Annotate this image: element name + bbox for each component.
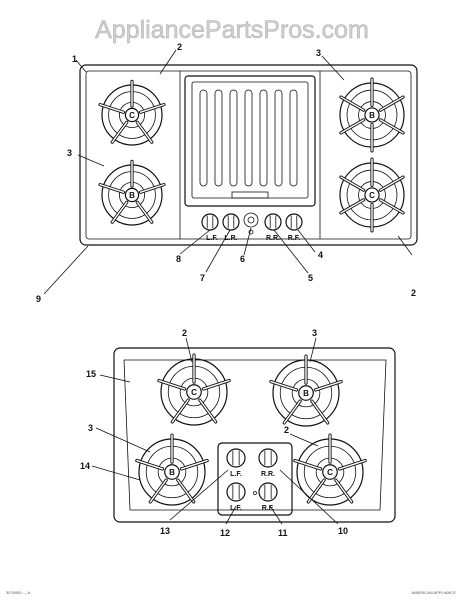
grill-frame [184,75,316,207]
burner-cap [364,107,380,123]
panel-small-dot [253,491,257,495]
callout-number: 8 [176,254,181,264]
control-knob [285,213,303,231]
burner-grate: B [339,77,405,153]
top-cooktop: C B B C L.F. L.R. R.R. R.F. [36,42,418,304]
control-knob [226,482,246,502]
control-knob [201,213,219,231]
indicator-small-dot [248,229,254,235]
burner-cap [164,464,180,480]
callout-number: 11 [278,528,288,538]
top-leader-lines [43,49,413,295]
burner-cap [124,187,140,203]
control-knob [226,448,246,468]
burner-letter: B [303,389,309,398]
knob-label: L.R. [224,235,237,242]
knob-label: L.F. [230,471,242,478]
callout-number: 10 [338,526,348,536]
knob-label: R.R. [261,471,275,478]
grill-bar [229,89,238,187]
burner-grate: C [157,353,231,426]
bottom-burners: C B B C [135,353,367,506]
burner-letter: B [169,468,175,477]
control-knob [258,448,278,468]
grill-module [184,75,316,207]
bottom-leader-lines [91,337,339,525]
bottom-cooktop-outline [113,347,396,523]
burner-cap [298,385,314,401]
callout-number: 5 [308,273,313,283]
bottom-cooktop-inner-edge [123,359,387,511]
callout-number: 3 [67,148,72,158]
burner-letter: C [327,468,333,477]
burner-letter: B [369,111,375,120]
knob-label: L.F. [230,505,242,512]
footer-left-code: 3076950 — A [6,590,31,595]
callout-number: 15 [86,369,96,379]
callout-number: 12 [220,528,230,538]
burner-letter: C [129,111,135,120]
burner-letter: C [191,388,197,397]
callout-number: 3 [88,423,93,433]
top-burners: C B B C [98,77,405,233]
bottom-callout-numbers: 2 3 15 2 3 14 13 12 11 10 [80,328,348,538]
callout-number: 13 [160,526,170,536]
grill-bar [244,89,253,187]
callout-number: 2 [177,42,182,52]
bottom-cooktop: C B B C L.F. R.R. L.F. R.F. 2 3 15 2 [80,328,396,538]
grill-inner [191,81,309,199]
grill-bar [259,89,268,187]
burner-grate: C [98,79,166,146]
watermark-text: AppliancePartsPros.com [95,16,369,44]
bottom-control-knobs [226,448,278,502]
knob-label: R.F. [288,235,301,242]
grill-bar [214,89,223,187]
grill-bar [274,89,283,187]
callout-number: 6 [240,254,245,264]
callout-number: 9 [36,294,41,304]
grill-handle [231,191,269,199]
callout-number: 7 [200,273,205,283]
top-cooktop-outline [79,64,418,246]
top-knob-labels: L.F. L.R. R.R. R.F. [206,235,300,242]
burner-grate: B [98,159,166,226]
control-knob [264,213,282,231]
burner-grate: C [293,433,367,506]
burner-grate: C [339,157,405,233]
bottom-knob-labels: L.F. R.R. L.F. R.F. [230,471,275,512]
burner-cap [364,187,380,203]
knob-label: R.F. [262,505,275,512]
grill-bars [199,89,298,187]
burner-grate: B [135,433,209,506]
burner-letter: C [369,191,375,200]
callout-number: 2 [411,288,416,298]
callout-number: 3 [316,48,321,58]
indicator-light [243,212,259,228]
knob-label: R.R. [266,235,280,242]
indicator-light-center [247,216,255,224]
burner-cap [322,464,338,480]
control-knob [222,213,240,231]
top-control-knobs [201,212,303,235]
callout-number: 3 [312,328,317,338]
burner-letter: B [129,191,135,200]
callout-number: 14 [80,461,90,471]
bottom-control-panel [217,442,293,516]
callout-number: 1 [72,54,77,64]
burner-cap [124,107,140,123]
callout-number: 2 [182,328,187,338]
burner-grate: B [269,354,343,427]
top-callout-numbers: 1 2 3 3 2 4 5 6 7 8 9 [36,42,416,304]
grill-bar [199,89,208,187]
grill-bar [289,89,298,187]
control-knob [258,482,278,502]
callout-number: 4 [318,250,323,260]
knob-label: L.F. [206,235,218,242]
burner-cap [186,384,202,400]
footer-right-code: AMERICAN APPLIANCE [412,590,457,595]
callout-number: 2 [284,425,289,435]
